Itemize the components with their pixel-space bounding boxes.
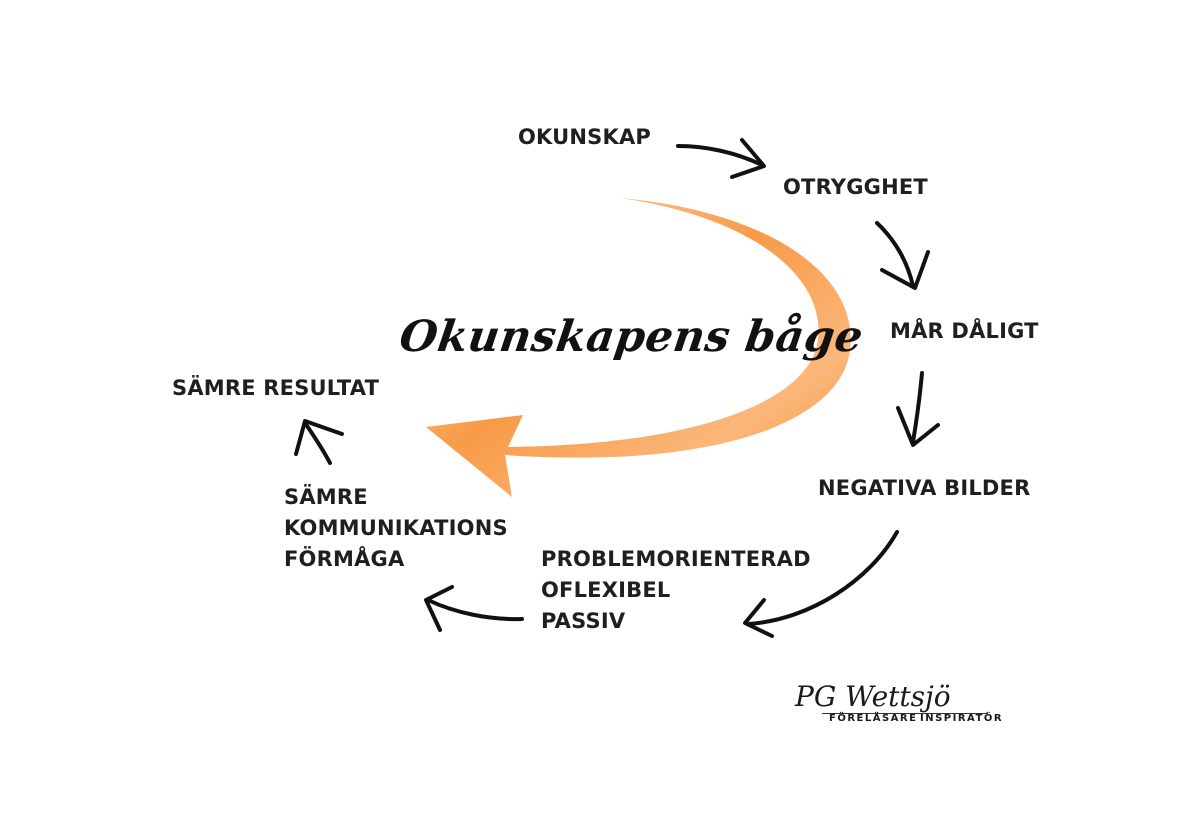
orange-arc — [426, 198, 851, 497]
arrow-mar-daligt-negativa-head — [896, 406, 940, 447]
node-kommunikation-line-3: FÖRMÅGA — [284, 547, 405, 571]
node-kommunikation-line-2: KOMMUNIKATIONS — [284, 516, 508, 540]
node-negativa-bilder: NEGATIVA BILDER — [818, 473, 1030, 504]
node-kommunikation-line-1: SÄMRE — [284, 485, 368, 509]
node-mar-daligt: MÅR DÅLIGT — [890, 316, 1039, 347]
node-problemorienterad: PROBLEMORIENTERAD OFLEXIBEL PASSIV — [541, 544, 811, 637]
node-kommunikation: SÄMRE KOMMUNIKATIONS FÖRMÅGA — [284, 482, 508, 575]
node-okunskap: OKUNSKAP — [518, 122, 651, 153]
node-okunskap-line: OKUNSKAP — [518, 125, 652, 149]
arrow-negativa-problem-head — [743, 598, 774, 638]
node-mar-daligt-line: MÅR DÅLIGT — [890, 319, 1039, 343]
node-problemorienterad-line-2: OFLEXIBEL — [541, 578, 671, 602]
node-otrygghet-line: OTRYGGHET — [783, 175, 928, 199]
diagram-title: Okunskapens båge — [396, 312, 867, 362]
signature-underline — [822, 713, 988, 714]
arrow-okunskap-otrygghet — [676, 144, 764, 167]
signature-name: PG Wettsjö — [795, 680, 951, 713]
node-samre-resultat: SÄMRE RESULTAT — [172, 373, 379, 404]
flow-arrows — [294, 138, 940, 638]
arrow-mar-daligt-negativa — [911, 371, 924, 444]
arrow-kommunikation-resultat — [303, 421, 332, 465]
arrow-otrygghet-mar-daligt-head — [880, 250, 930, 290]
node-problemorienterad-line-3: PASSIV — [541, 609, 626, 633]
arrow-otrygghet-mar-daligt — [875, 221, 915, 288]
arrow-problem-kommunikation-head — [424, 585, 454, 632]
arrow-kommunikation-resultat-head — [294, 419, 344, 456]
signature-role-right: INSPIRATÖR — [920, 713, 1004, 724]
signature-role-left: FÖRELÄSARE — [829, 713, 918, 724]
node-negativa-bilder-line: NEGATIVA BILDER — [818, 476, 1031, 500]
arrow-problem-kommunikation — [426, 598, 524, 622]
node-samre-resultat-line: SÄMRE RESULTAT — [172, 376, 380, 400]
node-problemorienterad-line-1: PROBLEMORIENTERAD — [541, 547, 811, 571]
arrow-okunskap-otrygghet-head — [730, 138, 766, 179]
arrow-negativa-problem — [746, 530, 899, 626]
node-otrygghet: OTRYGGHET — [783, 172, 928, 203]
